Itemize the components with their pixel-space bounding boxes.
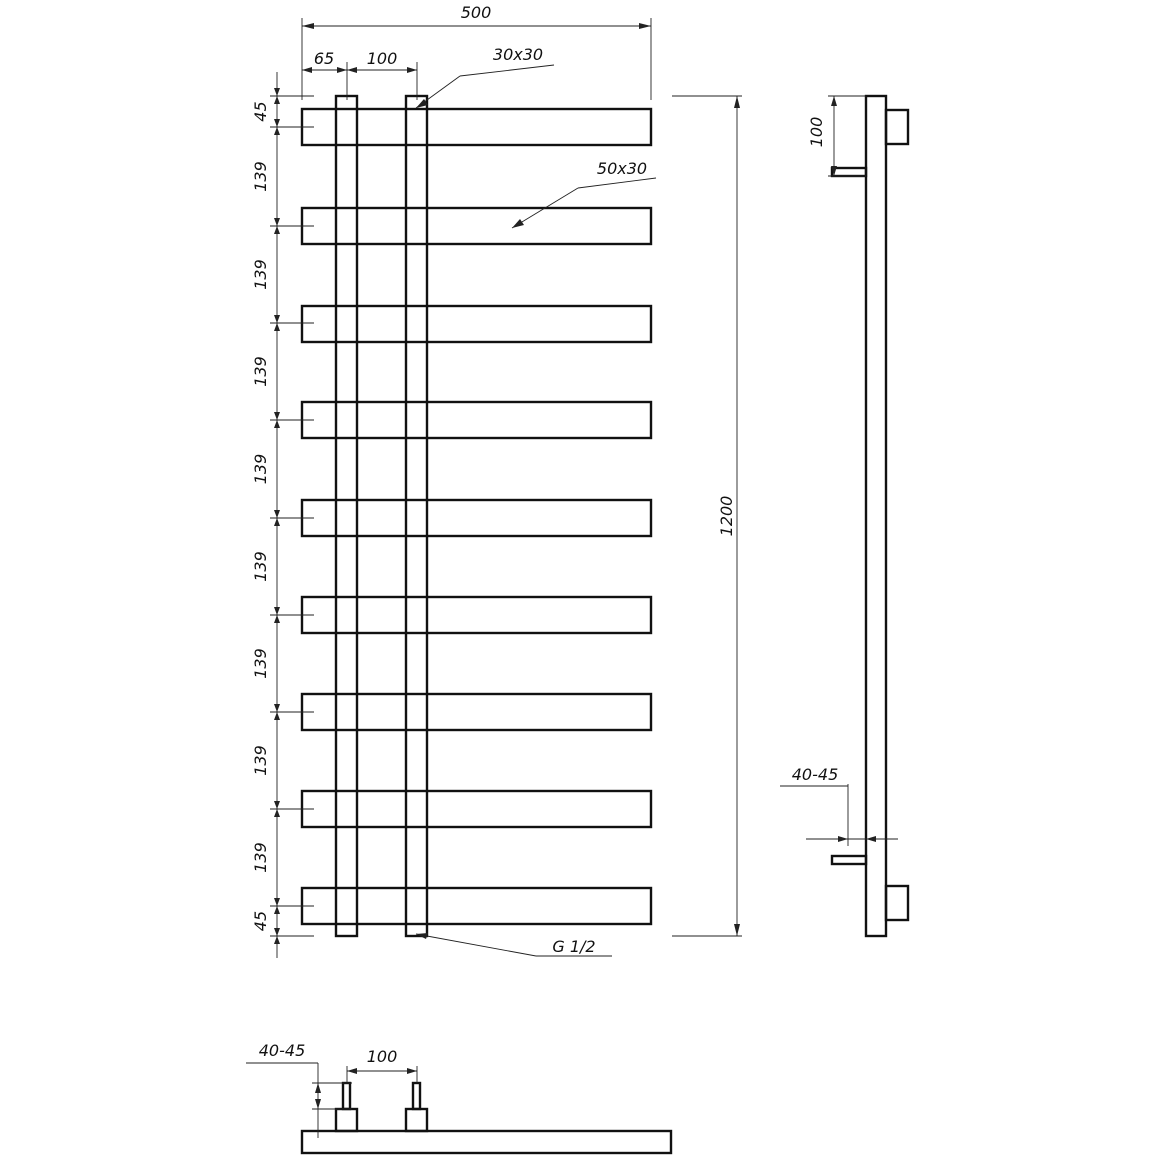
- rail-section-label: 50x30: [597, 159, 647, 178]
- rail-pitch-label: 139: [251, 161, 270, 192]
- rail-section-callout: 50x30: [511, 159, 657, 229]
- rail-pitch-label: 139: [251, 648, 270, 679]
- side-wall-distance-label: 40-45: [792, 765, 839, 784]
- side-bottom-connector: [884, 884, 910, 922]
- rail-6: [300, 595, 653, 635]
- bottom-right-connector: [404, 1107, 429, 1133]
- side-body: [864, 94, 888, 938]
- bottom-body: [300, 1129, 673, 1155]
- rail-3: [300, 304, 653, 344]
- bottom-view: 40-45 100: [246, 1041, 673, 1155]
- side-bottom-bracket: [830, 854, 868, 866]
- overall-width-label: 500: [461, 3, 492, 22]
- rail-pitch-label: 139: [251, 842, 270, 873]
- pipe-spacing-label: 100: [367, 49, 398, 68]
- rail-pitch-label: 139: [251, 551, 270, 582]
- horizontal-rails: [300, 107, 653, 926]
- pipe-position-dimensions: 65 100: [302, 49, 418, 100]
- overall-height-dimension: 1200: [672, 95, 742, 937]
- overall-width-dimension: 500: [301, 3, 652, 100]
- rail-pitch-label: 139: [251, 259, 270, 290]
- rail-5: [300, 498, 653, 538]
- top-margin-label: 45: [251, 101, 270, 121]
- left-offset-label: 65: [314, 49, 334, 68]
- bottom-right-nipple: [411, 1081, 422, 1111]
- rail-1: [300, 107, 653, 147]
- left-vertical-pipe: [334, 94, 359, 938]
- vertical-pipes: [334, 94, 429, 938]
- connection-callout: G 1/2: [415, 933, 612, 957]
- rail-4: [300, 400, 653, 440]
- rail-pitch-label: 139: [251, 356, 270, 387]
- rail-pitch-label: 139: [251, 454, 270, 485]
- side-top-bracket: [830, 166, 868, 178]
- bracket-height-label: 100: [807, 117, 826, 148]
- pipe-section-callout: 30x30: [415, 45, 555, 109]
- left-dimension-chain: 45 139 139 139 139 139 139 139 139 45: [251, 72, 314, 958]
- front-view: [300, 94, 653, 938]
- side-top-connector: [884, 108, 910, 146]
- right-vertical-pipe: [404, 94, 429, 938]
- overall-height-label: 1200: [717, 496, 736, 537]
- bottom-margin-label: 45: [251, 911, 270, 931]
- bottom-wall-distance-label: 40-45: [259, 1041, 306, 1060]
- bottom-pipe-spacing-label: 100: [367, 1047, 398, 1066]
- rail-8: [300, 789, 653, 829]
- connection-label: G 1/2: [552, 937, 595, 956]
- bottom-left-nipple: [341, 1081, 352, 1111]
- side-view: 100 40-45: [780, 94, 910, 938]
- bottom-left-connector: [334, 1107, 359, 1133]
- pipe-section-label: 30x30: [493, 45, 543, 64]
- rail-7: [300, 692, 653, 732]
- rail-pitch-label: 139: [251, 745, 270, 776]
- rail-2: [300, 206, 653, 246]
- rail-9: [300, 886, 653, 926]
